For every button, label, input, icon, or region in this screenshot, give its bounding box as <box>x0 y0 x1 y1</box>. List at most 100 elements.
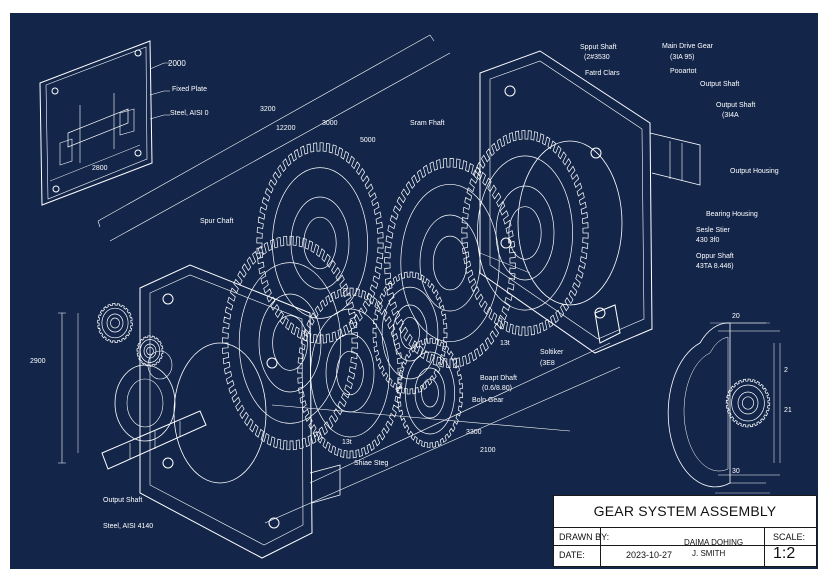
output-shaft-right2-label: Output Shaft <box>716 102 756 109</box>
drawing-title: GEAR SYSTEM ASSEMBLY <box>554 496 816 528</box>
softiker-label: Soltiker <box>540 349 564 356</box>
gear-ring <box>325 333 375 413</box>
detail-dimension-21: 21 <box>784 407 792 414</box>
gear-teeth <box>372 271 448 395</box>
gear-ring <box>272 167 368 319</box>
gear-ring <box>146 346 154 356</box>
fixed-plate-label: Fixed Plate <box>172 86 208 93</box>
shaft-step-label: Shiae Steg <box>354 460 389 467</box>
spur-shaft-left-label: Spur Chaft <box>200 218 234 225</box>
dimension-3200: 3200 <box>260 106 276 113</box>
output-shaft-left-label: Output Shaft <box>103 497 143 504</box>
scale-value: 1:2 <box>773 545 796 562</box>
gear-center-large <box>384 158 516 368</box>
dimension-131-center: 13t <box>500 340 510 347</box>
gear-cluster-left-1 <box>97 303 133 343</box>
gear-ring <box>392 304 428 362</box>
gear-ring <box>139 339 161 363</box>
detail-plate-top-left <box>39 40 153 206</box>
drafter-line-2: J. SMITH <box>692 549 726 558</box>
gear-teeth <box>297 287 403 459</box>
gear-assembly-drawing <box>39 34 781 559</box>
gear-ring <box>310 308 390 438</box>
gear-teeth <box>256 142 384 344</box>
dimension-2800: 2800 <box>92 165 108 172</box>
gear-ring <box>419 214 481 312</box>
dimension-2000: 2000 <box>168 59 186 68</box>
gear-ring <box>421 378 439 408</box>
scale-stier-spec: 430 3f0 <box>696 237 720 244</box>
gear-ring <box>303 216 337 270</box>
gear-ring <box>731 384 765 422</box>
gear-ring <box>290 196 350 290</box>
gear-ring <box>143 343 157 359</box>
dimension-3300: 3300 <box>466 429 482 436</box>
gear-ring <box>432 235 468 291</box>
main-drive-gear-label: Main Drive Gear <box>662 43 713 50</box>
title-block: GEAR SYSTEM ASSEMBLY DRAWN BY: DATE: 202… <box>553 495 817 567</box>
dimension-131-lower: 13t <box>342 439 352 446</box>
gear-ring <box>405 351 455 435</box>
steel-aisi-top-label: Steel, AISI 0 <box>170 110 209 117</box>
gear-left-large <box>222 235 358 451</box>
steel-aisi-4140-label: Steel, AISI 4140 <box>103 523 154 530</box>
gear-ring <box>381 286 439 380</box>
gear-detail-right <box>725 378 771 428</box>
output-shaft-right-label: Output Shaft <box>700 81 740 88</box>
left-housing <box>139 264 341 559</box>
fixed-gears-label: Fatrd Clars <box>585 70 620 77</box>
gear-ring <box>238 262 342 424</box>
scale-label: SCALE: <box>773 532 806 542</box>
scale-stier-label: Sesle Stier <box>696 227 730 234</box>
detail-dimension-20: 20 <box>732 313 740 320</box>
left-output-shaft <box>101 350 207 470</box>
gear-ring <box>336 350 364 396</box>
gear-teeth <box>396 338 464 448</box>
gear-left-mid <box>297 287 403 459</box>
bolt-gear-label: Boln Gear <box>472 397 504 404</box>
gear-center-small <box>372 271 448 395</box>
dimension-5000: 5000 <box>360 137 376 144</box>
gear-teeth <box>461 130 589 336</box>
output-shaft-right3-label: Oppur Shaft <box>696 253 734 260</box>
drafter-line-1: DAIMA DOHING <box>684 538 744 547</box>
bearing-housing-label: Bearing Housing <box>706 211 758 218</box>
right-housing <box>479 50 701 354</box>
gear-teeth <box>136 335 164 367</box>
gear-right-large <box>461 130 589 336</box>
bolt-shaft-label: Boapt Dhaft <box>480 375 517 382</box>
output-shaft-right3-spec: 43TA 8.446) <box>696 263 734 270</box>
spur-shaft-top-label: Spput Shaft <box>580 44 617 51</box>
gear-cluster-left-2 <box>136 335 164 367</box>
gear-ring <box>400 316 420 350</box>
gear-ring <box>101 307 129 339</box>
bearing-top-label: Pooartot <box>670 68 697 75</box>
gear-ring <box>495 185 555 281</box>
gear-ring <box>414 367 446 419</box>
detail-dimension-2: 2 <box>784 367 788 374</box>
gear-ring <box>477 155 573 311</box>
dimension-3000: 3000 <box>322 120 338 127</box>
gear-center-back <box>256 142 384 344</box>
dimension-2100: 2100 <box>480 447 496 454</box>
gear-teeth <box>384 158 516 368</box>
detail-view-right <box>667 322 781 494</box>
gear-ring <box>508 206 542 260</box>
dimension-2900: 2900 <box>30 358 46 365</box>
gear-front-small <box>396 338 464 448</box>
gear-ring <box>400 183 500 343</box>
gear-teeth <box>97 303 133 343</box>
gear-ring <box>110 317 120 329</box>
main-drive-gear-spec: (3IA 95) <box>670 54 695 61</box>
gear-ring <box>742 396 754 410</box>
date-value: 2023-10-27 <box>626 550 673 560</box>
output-shaft-right2-spec: (3I4A <box>722 112 739 119</box>
dimension-12200: 12200 <box>276 125 296 132</box>
output-housing-label: Output Housing <box>730 168 779 175</box>
blueprint-sheet: 2000 Fixed Plate Steel, AISI 0 2800 3200… <box>10 13 818 569</box>
gear-ring <box>258 293 322 393</box>
gear-ring <box>106 313 124 333</box>
detail-dimension-30: 30 <box>732 468 740 475</box>
softiker-spec: (3E8 <box>540 360 555 367</box>
date-label: DATE: <box>559 550 585 560</box>
